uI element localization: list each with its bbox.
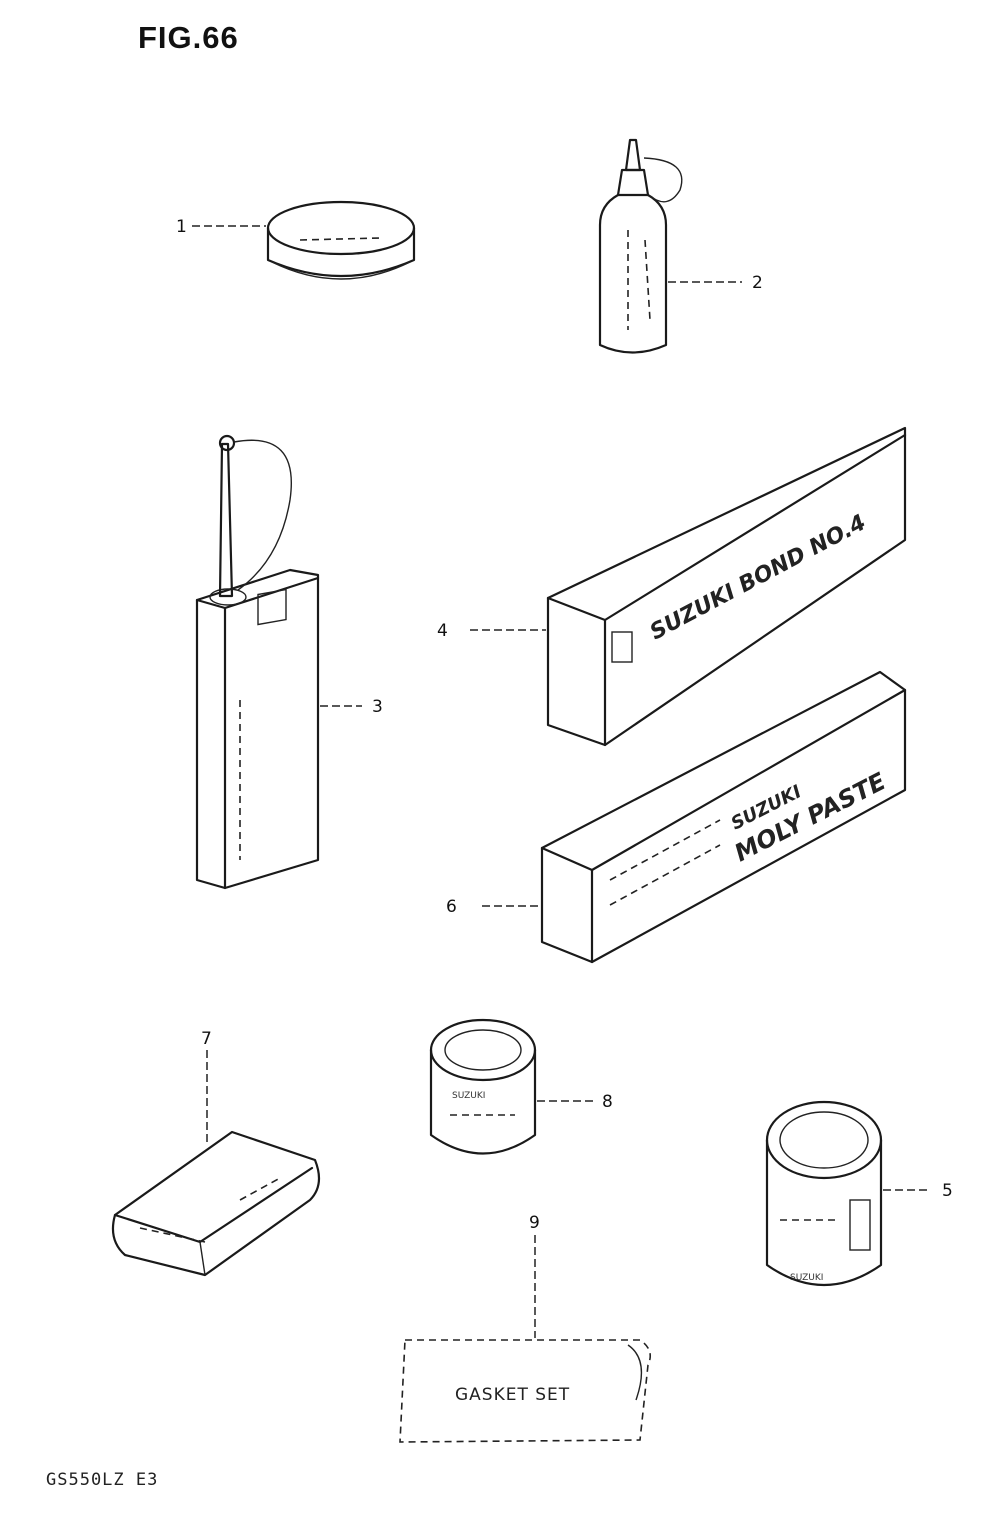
part-6-moly-paste-box: SUZUKI MOLY PASTE	[540, 670, 907, 964]
callout-7: 7	[201, 1029, 212, 1049]
part-8-small-can: SUZUKI	[429, 1018, 537, 1155]
part-7-sealant-pack	[111, 1130, 321, 1277]
part-2-oil-bottle	[598, 138, 683, 354]
part-5-large-can: SUZUKI	[765, 1100, 883, 1287]
callout-1: 1	[176, 217, 187, 237]
model-code: GS550LZ E3	[46, 1470, 159, 1490]
part-4-bond-box: SUZUKI BOND NO.4	[546, 426, 907, 747]
part-3-oil-can	[195, 434, 320, 890]
part-9-gasket-set: GASKET SET	[399, 1339, 651, 1443]
callout-2: 2	[752, 273, 763, 293]
figure-title: FIG.66	[138, 20, 239, 55]
part-1-grease-tin	[266, 200, 416, 280]
callout-8: 8	[602, 1092, 613, 1112]
box4-label: SUZUKI BOND NO.4	[646, 510, 870, 645]
callout-3: 3	[372, 697, 383, 717]
callout-4: 4	[437, 621, 448, 641]
callout-6: 6	[446, 897, 457, 917]
can8-label: SUZUKI	[452, 1091, 485, 1101]
callout-9: 9	[529, 1213, 540, 1233]
gasket-set-label: GASKET SET	[455, 1385, 570, 1405]
can5-label: SUZUKI	[790, 1273, 823, 1283]
callout-5: 5	[942, 1181, 953, 1201]
